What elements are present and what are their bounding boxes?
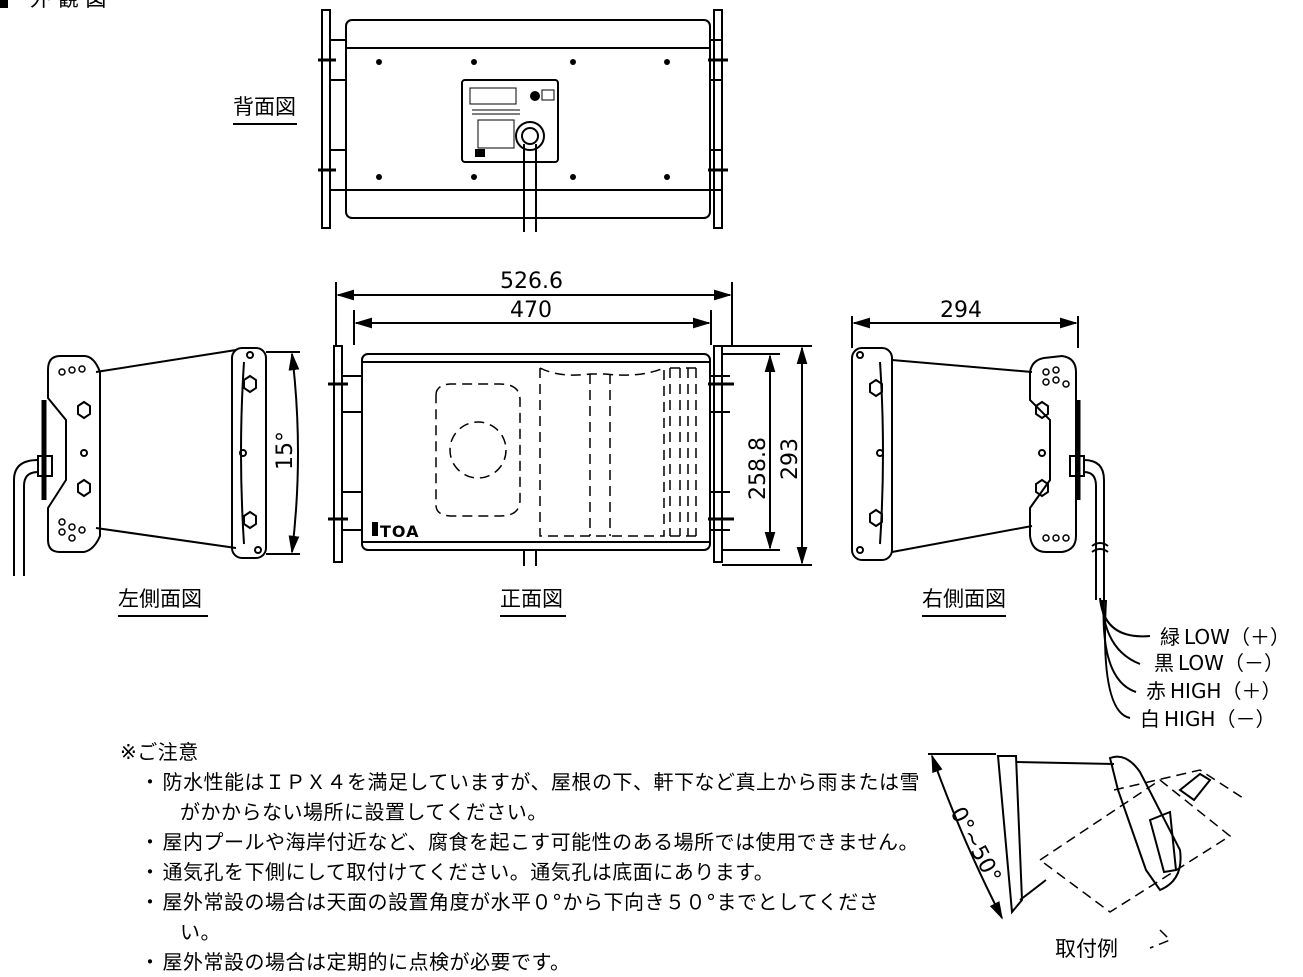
header-marker: [0, 0, 8, 8]
wire-2-color: 黒: [1154, 651, 1174, 675]
dim-overall-height: 293: [778, 438, 803, 480]
wire-4-color: 白: [1140, 707, 1160, 731]
caution-notes: ※ご注意 防水性能はＩＰＸ４を満足していますが、屋根の下、軒下など真上から雨また…: [120, 737, 920, 977]
header-title: 外 観 図: [30, 0, 106, 11]
front-view-label: 正面図: [500, 587, 563, 611]
mount-example: [928, 753, 1247, 949]
dim-side-depth: 294: [940, 298, 982, 323]
caution-item: 防水性能はＩＰＸ４を満足していますが、屋根の下、軒下など真上から雨または雪がかか…: [162, 767, 920, 827]
left-side-view: [13, 347, 300, 576]
caution-item: 通気孔を下側にして取付けてください。通気孔は底面にあります。: [162, 857, 920, 887]
wire-1-color: 緑: [1160, 625, 1180, 649]
dim-tilt-angle: 15°: [273, 431, 298, 470]
brand-mark: [372, 522, 378, 536]
right-side-view: [851, 347, 1151, 719]
width-dimensions: [335, 282, 1079, 348]
caution-item: 屋外常設の場合は天面の設置角度が水平０°から下向き５０°までとしてください。: [162, 887, 920, 947]
dim-body-height: 258.8: [746, 437, 771, 500]
left-view-label: 左側面図: [118, 587, 202, 611]
dim-mount-angle: 0°~50°: [945, 803, 1006, 888]
wire-3-label: HIGH（＋）: [1170, 679, 1281, 703]
right-view-label: 右側面図: [922, 587, 1006, 611]
wire-1-label: LOW（＋）: [1184, 625, 1290, 649]
dim-overall-width: 526.6: [500, 269, 563, 294]
mount-view-label: 取付例: [1055, 937, 1118, 960]
height-dimensions: [722, 345, 812, 566]
wire-3-color: 赤: [1146, 679, 1166, 703]
wire-4-label: HIGH（－）: [1164, 707, 1275, 731]
wire-2-label: LOW（－）: [1178, 651, 1284, 675]
dim-body-width: 470: [510, 298, 552, 323]
caution-heading: ※ご注意: [120, 740, 199, 764]
back-view-label: 背面図: [233, 95, 296, 119]
front-brand-logo: TOA: [380, 522, 419, 541]
caution-item: 屋内プールや海岸付近など、腐食を起こす可能性のある場所では使用できません。: [162, 827, 920, 857]
caution-item: 屋外常設の場合は定期的に点検が必要です。: [162, 947, 920, 977]
front-view: [328, 345, 734, 566]
back-view: [318, 9, 728, 232]
